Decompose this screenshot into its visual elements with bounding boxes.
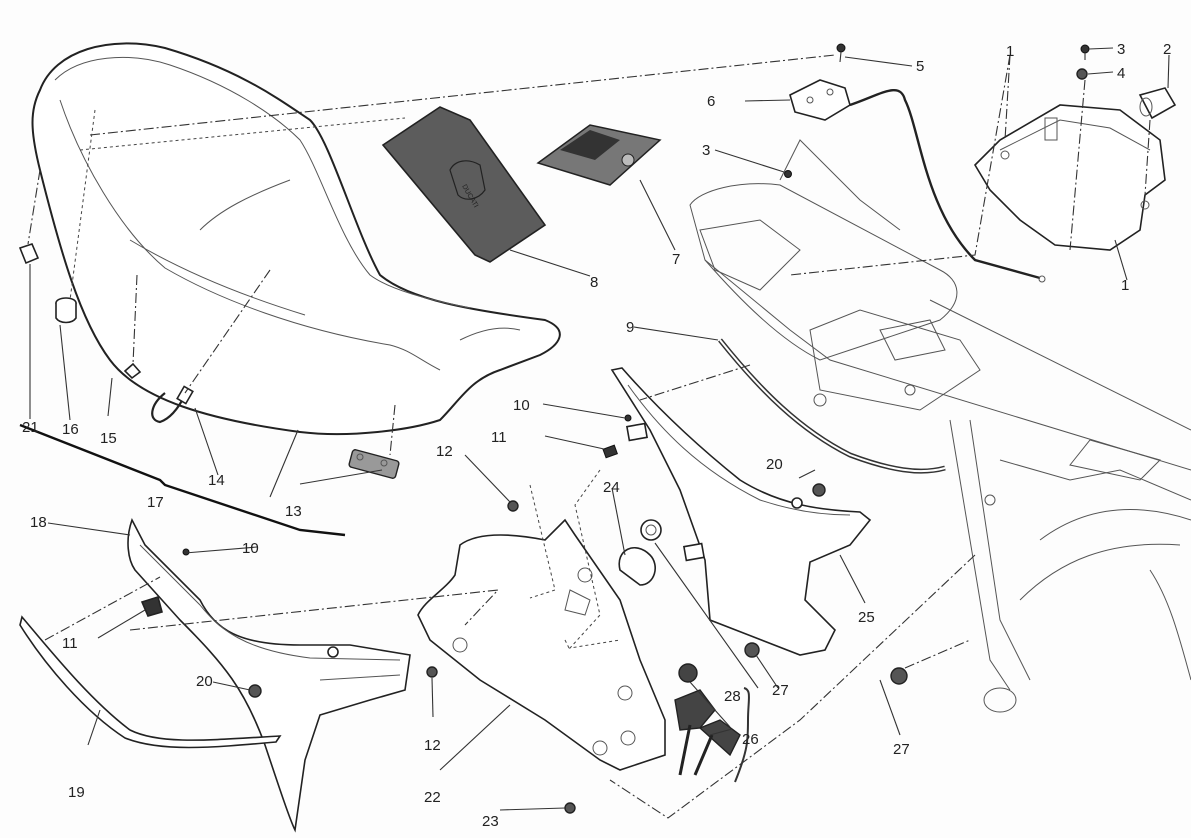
callout-6: 6: [707, 93, 715, 110]
callout-13: 13: [285, 503, 302, 520]
callout-10: 10: [513, 397, 530, 414]
callout-2: 2: [1163, 41, 1171, 58]
callout-9: 9: [626, 319, 634, 336]
callout-24: 24: [603, 479, 620, 496]
callout-27: 27: [893, 741, 910, 758]
callout-16: 16: [62, 421, 79, 438]
leader-lines: [29, 47, 1170, 811]
callout-3: 3: [702, 142, 710, 159]
seat-bag: DUCATI: [381, 106, 547, 263]
seat-clip-21: [18, 243, 40, 265]
fasteners: [248, 414, 908, 814]
callout-22: 22: [424, 789, 441, 806]
rubber-block-13: [348, 449, 400, 479]
callout-15: 15: [100, 430, 117, 447]
callout-25: 25: [858, 609, 875, 626]
assembly-lines: [27, 54, 1151, 819]
callouts: 1 1 2 3 3 4 5 6 7 8 9 10 10 11 11 12 12 …: [22, 41, 1171, 830]
callout-28: 28: [724, 688, 741, 705]
callout-4: 4: [1117, 65, 1125, 82]
callout-11: 11: [491, 429, 507, 446]
cable-end: [1038, 275, 1046, 283]
rubber-strip-9: [718, 338, 946, 474]
callout-5: 5: [916, 58, 924, 75]
electronics-tray: [973, 104, 1166, 251]
callout-19: 19: [68, 784, 85, 801]
release-cable: [849, 88, 1041, 280]
callout-8: 8: [590, 274, 598, 291]
right-side-panel: [610, 367, 872, 656]
clip-15: [123, 362, 142, 380]
seat-hook-14: [151, 385, 194, 424]
seat-strap: [19, 423, 346, 537]
callout-17: 17: [147, 494, 164, 511]
seat: [31, 42, 561, 436]
inner-panel: [417, 518, 666, 771]
callout-12: 12: [424, 737, 441, 754]
callout-21: 21: [22, 419, 39, 436]
callout-20: 20: [196, 673, 213, 690]
rear-frame: [689, 139, 1191, 713]
left-side-panel: [127, 517, 411, 833]
callout-14: 14: [208, 472, 225, 489]
callout-1: 1: [1006, 43, 1014, 60]
callout-3: 3: [1117, 41, 1125, 58]
callout-23: 23: [482, 813, 499, 830]
callout-12: 12: [436, 443, 453, 460]
callout-7: 7: [672, 251, 680, 268]
trim-strip: [19, 615, 282, 749]
manual-booklet: [536, 124, 662, 186]
callout-27: 27: [772, 682, 789, 699]
callout-18: 18: [30, 514, 47, 531]
screw-and-washer: [1076, 44, 1090, 80]
callout-10: 10: [242, 540, 259, 557]
callout-20: 20: [766, 456, 783, 473]
callout-11: 11: [62, 635, 78, 652]
callout-26: 26: [742, 731, 759, 748]
seat-lock-latch: [784, 43, 851, 178]
callout-1: 1: [1121, 277, 1129, 294]
rubber-cap: [1138, 87, 1177, 120]
rubber-pad-16: [55, 297, 77, 324]
